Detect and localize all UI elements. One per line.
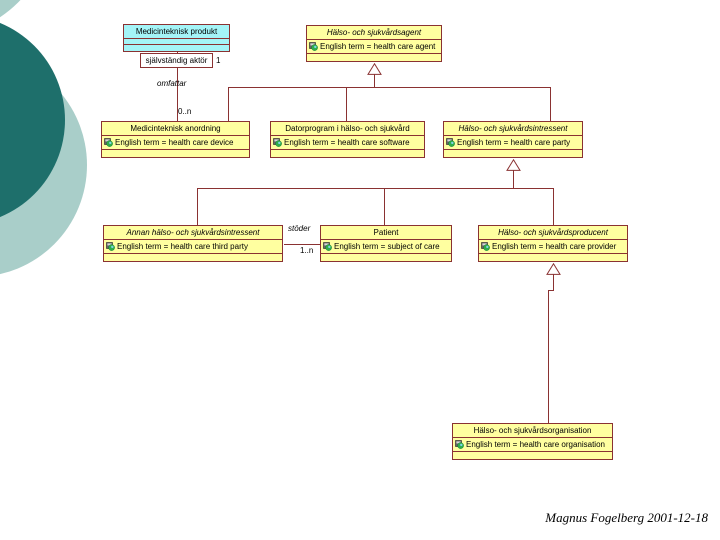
class-term-text: English term = health care party [457, 138, 571, 147]
multiplicity-label-1[interactable]: 1 [216, 56, 221, 65]
class-empty-compartment [124, 44, 229, 51]
class-empty-compartment [271, 149, 424, 157]
class-empty-compartment [124, 38, 229, 44]
generalization-stem-producent [553, 274, 554, 290]
generalization-drop-annan [197, 188, 198, 225]
documentation-icon [323, 242, 332, 251]
multiplicity-label-1n[interactable]: 1..n [300, 246, 314, 255]
class-box-datorprogram[interactable]: Datorprogram i hälso- och sjukvård Engli… [270, 121, 425, 158]
generalization-drop-intressent [550, 87, 551, 121]
documentation-icon [104, 138, 113, 147]
class-box-intressent[interactable]: Hälso- och sjukvårdsintressent English t… [443, 121, 583, 158]
class-empty-compartment [479, 253, 627, 261]
generalization-arrow-icon [546, 263, 561, 275]
association-name-omfattar[interactable]: omfattar [157, 79, 187, 88]
class-title: Patient [373, 228, 399, 237]
class-term-text: English term = health care agent [320, 42, 436, 51]
class-empty-compartment [307, 53, 441, 61]
class-box-annan-intressent[interactable]: Annan hälso- och sjukvårdsintressent Eng… [103, 225, 283, 262]
generalization-drop-patient [384, 188, 385, 225]
generalization-jog-producent [548, 290, 554, 291]
class-title: Medicinteknisk anordning [130, 124, 221, 133]
class-box-produkt[interactable]: Medicinteknisk produkt [123, 24, 230, 52]
class-box-producent[interactable]: Hälso- och sjukvårdsproducent English te… [478, 225, 628, 262]
class-empty-compartment [321, 253, 451, 261]
association-line-stoder [284, 244, 320, 245]
class-title: Medicinteknisk produkt [135, 27, 218, 36]
generalization-stem-intressent [513, 170, 514, 188]
generalization-bus-intressent [197, 188, 554, 189]
documentation-icon [106, 242, 115, 251]
generalization-arrow-icon [367, 63, 382, 75]
generalization-stem-agent [374, 74, 375, 87]
documentation-icon [309, 42, 318, 51]
class-term-text: English term = health care device [115, 138, 234, 147]
class-title: Datorprogram i hälso- och sjukvård [285, 124, 410, 133]
association-line-omfattar [177, 52, 178, 121]
class-title: Hälso- och sjukvårdsintressent [458, 124, 568, 133]
class-box-anordning[interactable]: Medicinteknisk anordning English term = … [101, 121, 250, 158]
documentation-icon [273, 138, 282, 147]
class-empty-compartment [104, 253, 282, 261]
class-title: Hälso- och sjukvårdsorganisation [473, 426, 592, 435]
class-empty-compartment [102, 149, 249, 157]
documentation-icon [481, 242, 490, 251]
class-term-text: English term = health care organisation [466, 440, 605, 449]
role-label[interactable]: självständig aktör [140, 53, 213, 68]
multiplicity-label-0n[interactable]: 0..n [178, 107, 192, 116]
documentation-icon [455, 440, 464, 449]
class-box-organisation[interactable]: Hälso- och sjukvårdsorganisation English… [452, 423, 613, 460]
class-box-agent[interactable]: Hälso- och sjukvårdsagent English term =… [306, 25, 442, 62]
generalization-bus-agent [228, 87, 551, 88]
class-term-text: English term = subject of care [334, 242, 440, 251]
generalization-drop-producent [553, 188, 554, 225]
class-term-text: English term = health care third party [117, 242, 248, 251]
generalization-drop-anordning [228, 87, 229, 121]
class-term-text: English term = health care software [284, 138, 410, 147]
generalization-arrow-icon [506, 159, 521, 171]
documentation-icon [446, 138, 455, 147]
class-empty-compartment [453, 451, 612, 459]
class-term-text: English term = health care provider [492, 242, 617, 251]
class-box-patient[interactable]: Patient English term = subject of care [320, 225, 452, 262]
class-title: Hälso- och sjukvårdsagent [326, 28, 422, 37]
association-name-stoder[interactable]: stöder [288, 224, 311, 233]
slide-footer: Magnus Fogelberg 2001-12-18 [545, 510, 708, 525]
class-empty-compartment [444, 149, 582, 157]
class-title: Annan hälso- och sjukvårdsintressent [126, 228, 260, 237]
class-title: Hälso- och sjukvårdsproducent [498, 228, 608, 237]
generalization-drop-organisation [548, 290, 549, 423]
generalization-drop-datorprogram [346, 87, 347, 121]
